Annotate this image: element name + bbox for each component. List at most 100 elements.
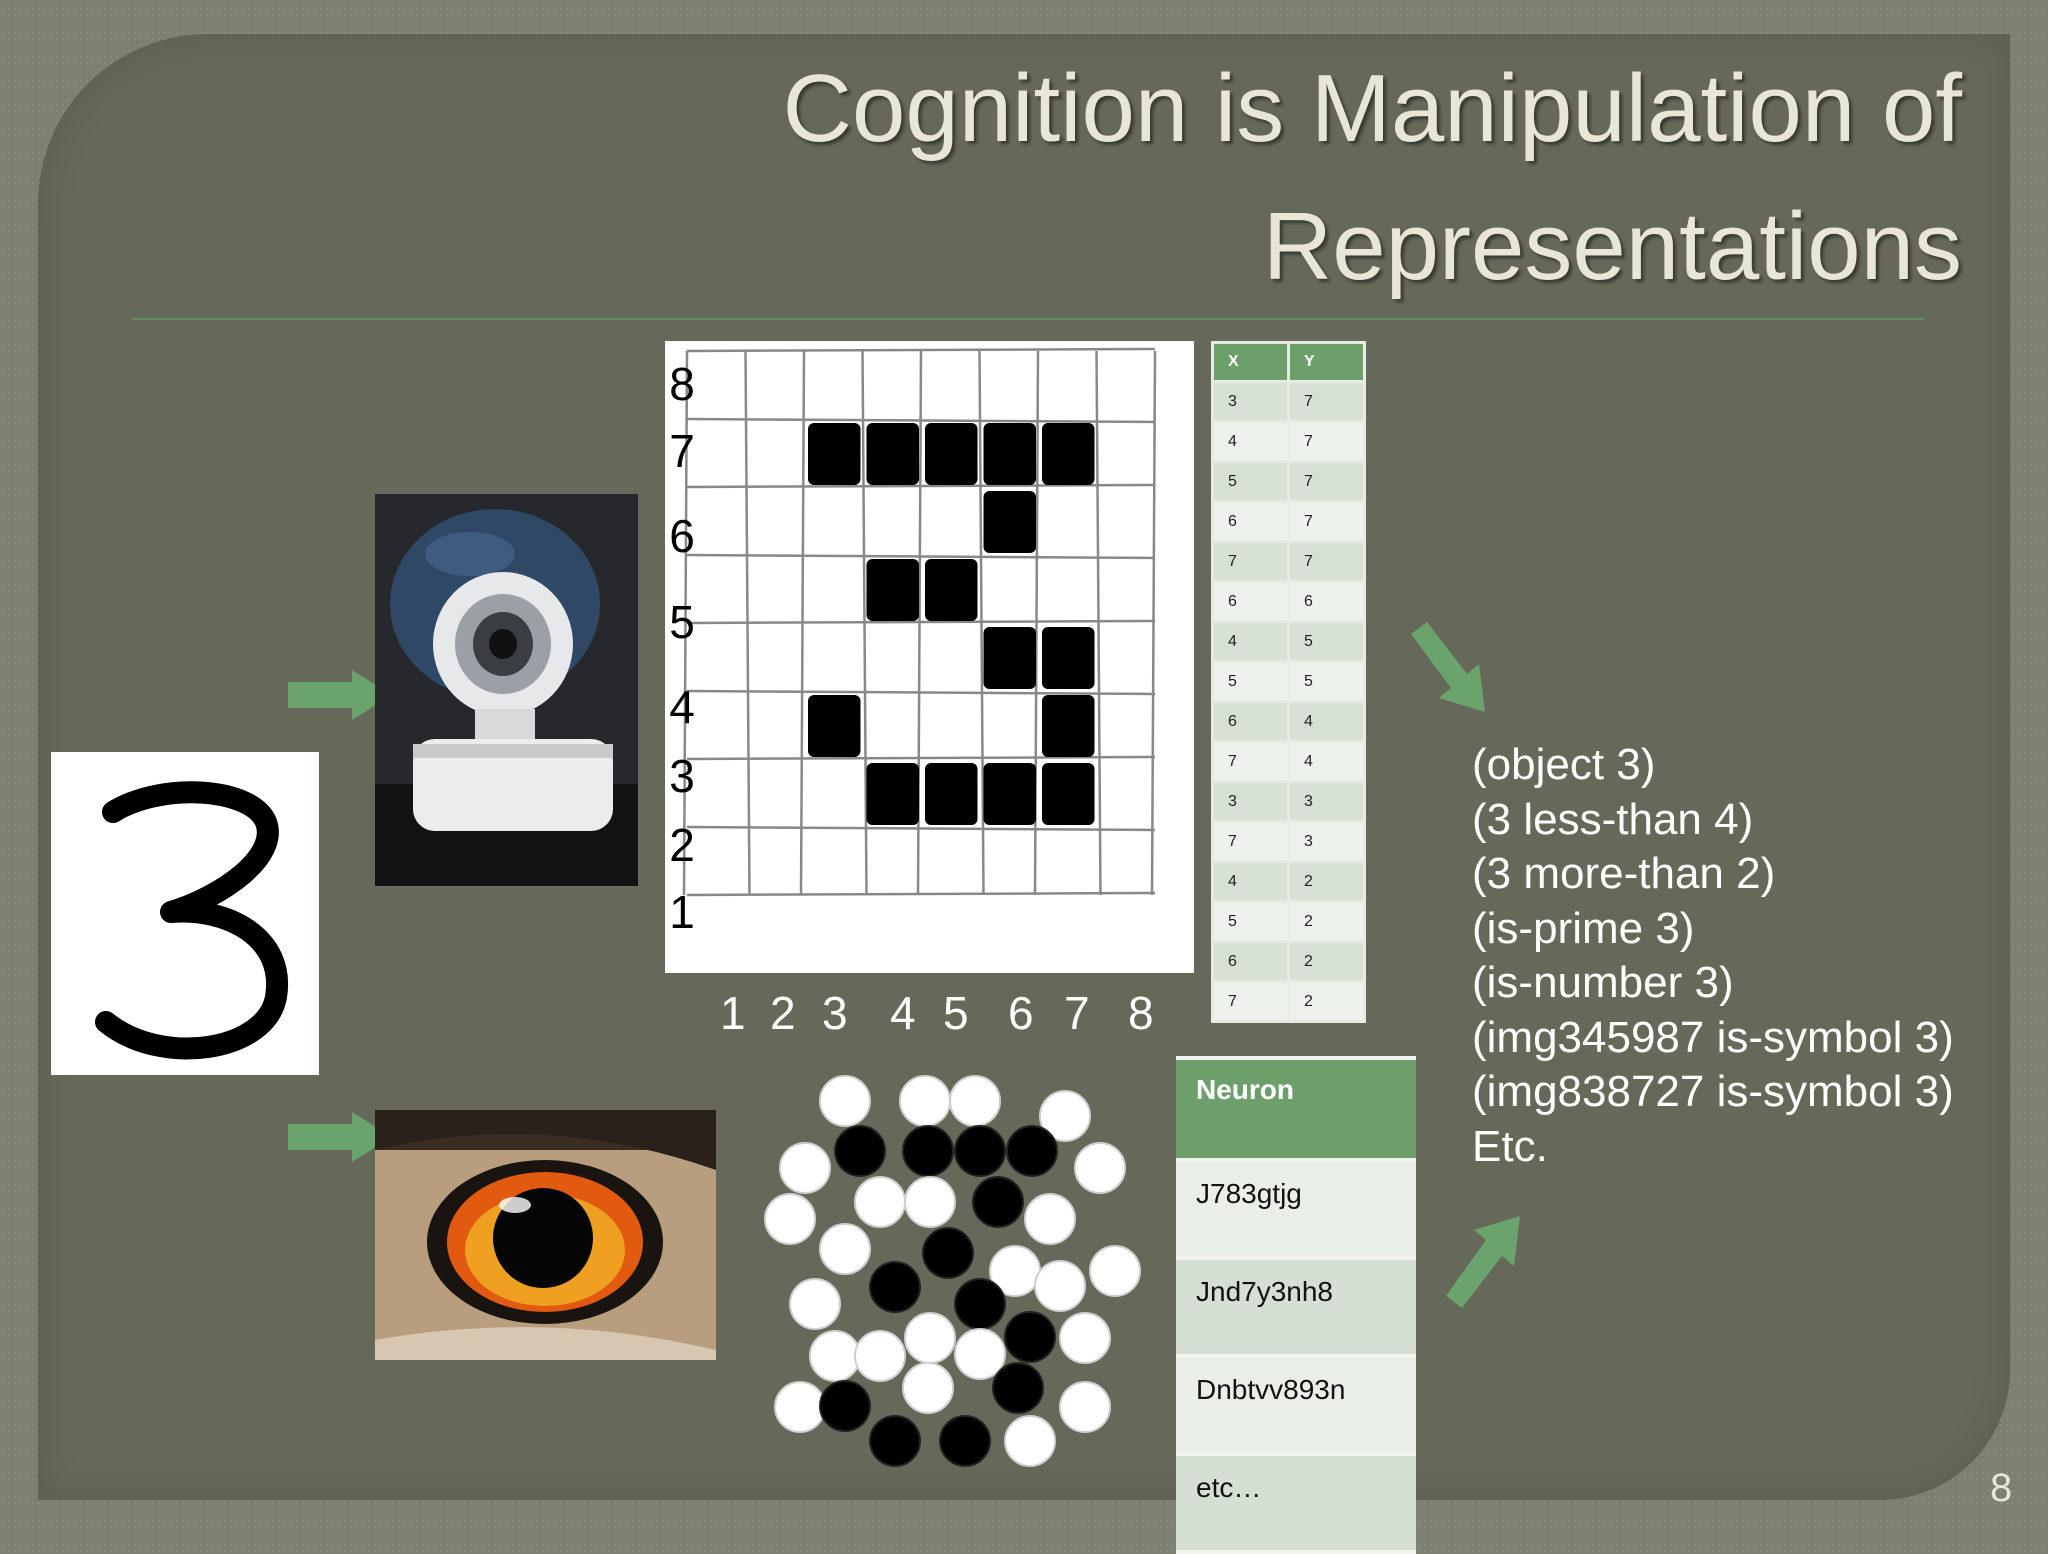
column-header-y: Y bbox=[1290, 344, 1363, 380]
neuron-id: etc… bbox=[1176, 1456, 1416, 1550]
grid-line bbox=[686, 347, 1156, 353]
cell-x: 6 bbox=[1214, 703, 1287, 740]
neuron-inactive bbox=[779, 1142, 831, 1194]
cell-x: 4 bbox=[1214, 423, 1287, 460]
grid-y-label: 4 bbox=[669, 681, 695, 733]
cell-x: 7 bbox=[1214, 983, 1287, 1020]
neuron-active bbox=[902, 1125, 954, 1177]
webcam-image bbox=[375, 494, 638, 886]
neuron-id: J783gtjg bbox=[1176, 1162, 1416, 1256]
proposition-item: (img345987 is-symbol 3) bbox=[1472, 1012, 1954, 1062]
proposition-item: (3 less-than 4) bbox=[1472, 794, 1754, 844]
cell-y: 4 bbox=[1290, 703, 1363, 740]
neuron-inactive bbox=[1039, 1090, 1091, 1142]
page-number: 8 bbox=[1990, 1466, 2013, 1510]
cell-y: 5 bbox=[1290, 623, 1363, 660]
cell-y: 7 bbox=[1290, 423, 1363, 460]
neuron-column-header: Neuron bbox=[1176, 1060, 1416, 1158]
proposition-item: (is-prime 3) bbox=[1472, 903, 1695, 953]
neuron-active bbox=[1004, 1311, 1056, 1363]
cell-y: 4 bbox=[1290, 743, 1363, 780]
cell-x: 5 bbox=[1214, 463, 1287, 500]
filled-pixel bbox=[808, 423, 861, 485]
cell-x: 3 bbox=[1214, 783, 1287, 820]
cell-x: 7 bbox=[1214, 543, 1287, 580]
neuron-id: Jnd7y3nh8 bbox=[1176, 1260, 1416, 1354]
neuron-active bbox=[869, 1415, 921, 1467]
grid-line bbox=[686, 619, 1156, 625]
table-row: J783gtjg bbox=[1176, 1162, 1416, 1256]
neuron-inactive bbox=[902, 1362, 954, 1414]
grid-x-label: 8 bbox=[1128, 987, 1154, 1039]
title-divider bbox=[132, 318, 1924, 320]
cell-x: 6 bbox=[1214, 583, 1287, 620]
table-row: Jnd7y3nh8 bbox=[1176, 1260, 1416, 1354]
grid-line bbox=[682, 350, 689, 896]
neuron-inactive bbox=[1034, 1260, 1086, 1312]
table-header-row: Neuron bbox=[1176, 1060, 1416, 1158]
pixel-grid-drawing bbox=[682, 347, 1157, 897]
neuron-inactive bbox=[764, 1193, 816, 1245]
neuron-active bbox=[992, 1362, 1044, 1414]
neuron-active bbox=[954, 1278, 1006, 1330]
slide-title: Cognition is Manipulation of Representat… bbox=[782, 55, 1962, 300]
grid-line bbox=[1150, 350, 1157, 896]
neuron-inactive bbox=[949, 1075, 1001, 1127]
grid-line bbox=[686, 825, 1156, 832]
grid-y-label: 5 bbox=[669, 596, 695, 648]
grid-line bbox=[686, 689, 1156, 696]
neuron-active bbox=[972, 1176, 1024, 1228]
neuron-inactive bbox=[954, 1328, 1006, 1380]
cell-x: 6 bbox=[1214, 503, 1287, 540]
grid-y-label: 2 bbox=[669, 819, 695, 871]
neuron-inactive bbox=[854, 1330, 906, 1382]
grid-y-label: 8 bbox=[669, 358, 695, 410]
arrow-down-right-icon bbox=[1411, 622, 1485, 712]
neuron-table: Neuron J783gtjg Jnd7y3nh8 Dnbtvv893n etc… bbox=[1176, 1056, 1416, 1554]
filled-pixel bbox=[983, 763, 1036, 825]
filled-pixel bbox=[866, 559, 919, 621]
grid-line bbox=[686, 891, 1156, 897]
cell-y: 7 bbox=[1290, 463, 1363, 500]
neuron-inactive bbox=[899, 1075, 951, 1127]
grid-x-label: 4 bbox=[890, 987, 916, 1039]
arrow-right-icon bbox=[288, 1112, 392, 1162]
filled-pixel bbox=[808, 695, 861, 757]
neuron-id: Dnbtvv893n bbox=[1176, 1358, 1416, 1452]
neuron-inactive bbox=[819, 1223, 871, 1275]
neuron-inactive bbox=[904, 1176, 956, 1228]
neuron-active bbox=[922, 1227, 974, 1279]
proposition-item: (img838727 is-symbol 3) bbox=[1472, 1067, 1954, 1116]
grid-y-label: 7 bbox=[669, 425, 695, 477]
cell-y: 7 bbox=[1290, 383, 1363, 420]
cell-y: 7 bbox=[1290, 543, 1363, 580]
neuron-active bbox=[1006, 1125, 1058, 1177]
neuron-network-image bbox=[764, 1075, 1141, 1467]
cell-y: 3 bbox=[1290, 783, 1363, 820]
neuron-active bbox=[869, 1261, 921, 1313]
grid-x-label: 7 bbox=[1064, 987, 1090, 1039]
neuron-inactive bbox=[1059, 1381, 1111, 1433]
grid-line bbox=[978, 350, 985, 896]
proposition-item: (3 more-than 2) bbox=[1472, 849, 1776, 898]
cell-y: 3 bbox=[1290, 823, 1363, 860]
neuron-active bbox=[939, 1415, 991, 1467]
proposition-item: (is-number 3) bbox=[1472, 958, 1734, 1007]
neuron-inactive bbox=[1024, 1193, 1076, 1245]
neuron-active bbox=[819, 1380, 871, 1432]
grid-line bbox=[1095, 350, 1102, 896]
filled-pixel bbox=[1042, 627, 1095, 689]
